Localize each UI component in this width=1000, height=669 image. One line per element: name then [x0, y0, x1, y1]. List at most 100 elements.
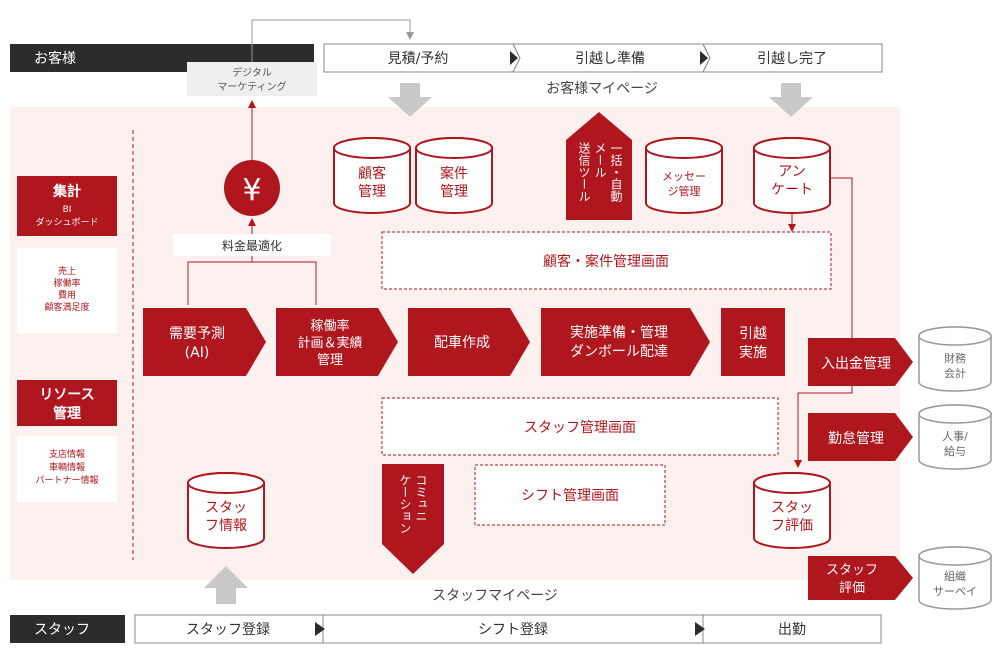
- staff-eval-module: [808, 556, 913, 600]
- step-prep-label: 引越し準備: [575, 51, 645, 67]
- attendance-module: [808, 413, 913, 461]
- communication-line1: コミュニ: [414, 474, 428, 522]
- digital-marketing-box: [187, 62, 317, 96]
- resource-title1: リソース: [39, 387, 94, 403]
- marketing-to-estimate-arrow: [251, 19, 414, 62]
- staff-step-shift: [322, 614, 704, 644]
- ext-finance-line1: 財務: [944, 351, 966, 365]
- staff-lane-bar: [10, 615, 125, 643]
- flow-execute-line2: 実施: [739, 345, 767, 361]
- resource-item-2: 車輌情報: [49, 461, 85, 473]
- customer-case-screen-label: 顧客・案件管理画面: [543, 253, 669, 270]
- flow-demand-line1: 需要予測: [169, 326, 225, 342]
- db-message-line2: ジ管理: [668, 184, 701, 198]
- db-survey-line1: アン: [778, 164, 805, 180]
- resource-items-box: [17, 436, 117, 502]
- flow-dispatch: [408, 308, 530, 376]
- aggregate-item-3: 費用: [58, 289, 76, 301]
- step-arrow-1: [510, 51, 518, 65]
- yen-symbol: ¥: [242, 173, 261, 208]
- flow-demand: [143, 308, 266, 376]
- aggregate-item-4: 顧客満足度: [44, 301, 89, 313]
- step-complete-label: 引越し完了: [757, 51, 827, 67]
- db-case-line2: 管理: [440, 184, 468, 200]
- db-staff-info-line1: スタッ: [205, 500, 247, 516]
- ext-survey: 組織 サーベイ: [918, 546, 992, 610]
- db-staff-eval: スタッ フ評価: [753, 472, 831, 549]
- flow-prep: [541, 308, 710, 376]
- step-complete: [702, 43, 883, 73]
- communication-block: [382, 464, 444, 574]
- db-customer-line1: 顧客: [358, 165, 386, 182]
- ext-finance: 財務 会計: [918, 326, 992, 392]
- db-customer: 顧客 管理: [333, 137, 411, 214]
- aggregate-item-1: 売上: [58, 265, 76, 277]
- aggregate-sub1: BI: [63, 205, 72, 215]
- staff-lane-label: スタッフ: [34, 622, 90, 638]
- staff-step-register: [134, 614, 324, 644]
- resource-item-1: 支店情報: [49, 448, 85, 460]
- staff-step-arrow-1: [315, 622, 325, 636]
- db-survey-line2: ケート: [771, 182, 813, 198]
- aggregate-items-box: [17, 248, 117, 333]
- db-customer-line2: 管理: [358, 184, 386, 200]
- db-survey: アン ケート: [753, 137, 831, 214]
- flow-execute-line1: 引越: [739, 326, 767, 342]
- payments-module: [808, 338, 913, 386]
- flow-utilization: [276, 308, 398, 376]
- shift-mgmt-screen: [474, 464, 666, 526]
- ext-survey-line1: 組織: [944, 570, 966, 583]
- survey-connector: [794, 177, 853, 468]
- staff-step-register-label: スタッフ登録: [186, 622, 270, 638]
- staff-eval-module-line1: スタッフ: [826, 563, 878, 578]
- customer-case-screen: [381, 231, 832, 290]
- resource-title2: 管理: [53, 405, 81, 422]
- staff-step-arrow-2: [695, 622, 705, 636]
- aggregate-title: 集計: [52, 183, 81, 200]
- ext-hr: 人事/ 給与: [918, 404, 992, 470]
- auto-mail-line3: 送信ツール: [577, 141, 591, 202]
- staff-step-attend-label: 出勤: [778, 622, 806, 638]
- digital-marketing-line1: デジタル: [232, 66, 272, 79]
- shift-mgmt-screen-label: シフト管理画面: [521, 488, 619, 504]
- flow-prep-line2: ダンボール配達: [570, 344, 668, 360]
- auto-mail-line2: メール: [593, 142, 607, 178]
- ext-hr-line1: 人事/: [942, 430, 968, 443]
- aggregate-item-2: 稼働率: [53, 277, 80, 289]
- digital-marketing-line2: マーケティング: [217, 80, 286, 93]
- yen-circle-icon: [224, 160, 280, 216]
- db-staff-eval-line2: フ評価: [771, 518, 813, 534]
- ext-finance-line2: 会計: [944, 366, 966, 380]
- gray-arrow-estimate: [388, 83, 432, 117]
- customer-mypage-label: お客様マイページ: [546, 80, 658, 97]
- db-staff-info-line2: フ情報: [205, 518, 247, 534]
- customer-lane-label: お客様: [34, 50, 76, 67]
- pricing-opt-box: [173, 234, 331, 256]
- flow-demand-line2: (AI): [185, 345, 210, 361]
- db-message: メッセー ジ管理: [645, 137, 723, 214]
- flow-util-line1: 稼働率: [310, 318, 349, 334]
- auto-mail-line1: 一括・自動: [609, 142, 623, 202]
- gray-arrow-complete: [769, 83, 813, 117]
- gray-arrow-staff: [204, 566, 248, 604]
- staff-eval-module-line2: 評価: [839, 581, 865, 596]
- ext-survey-line2: サーベイ: [933, 585, 977, 598]
- db-message-line1: メッセー: [662, 170, 706, 183]
- pricing-opt-label: 料金最適化: [222, 238, 282, 253]
- db-staff-info: スタッ フ情報: [187, 472, 265, 549]
- db-staff-eval-line1: スタッ: [771, 500, 813, 516]
- resource-box: [17, 380, 117, 426]
- ext-hr-line2: 給与: [944, 444, 966, 458]
- staff-mypage-label: スタッフマイページ: [432, 588, 558, 604]
- auto-mail-tool: [566, 112, 632, 220]
- attendance-label: 勤怠管理: [828, 431, 884, 447]
- step-arrow-2: [700, 51, 708, 65]
- staff-mgmt-screen-label: スタッフ管理画面: [524, 420, 636, 436]
- communication-line2: ケーション: [398, 474, 412, 534]
- aggregate-box: [17, 176, 117, 236]
- flow-prep-line1: 実施準備・管理: [570, 325, 668, 341]
- flow-util-line2: 計画＆実績: [297, 335, 362, 351]
- step-estimate-label: 見積/予約: [388, 51, 449, 67]
- flow-util-line3: 管理: [317, 353, 343, 368]
- payments-label: 入出金管理: [821, 356, 891, 372]
